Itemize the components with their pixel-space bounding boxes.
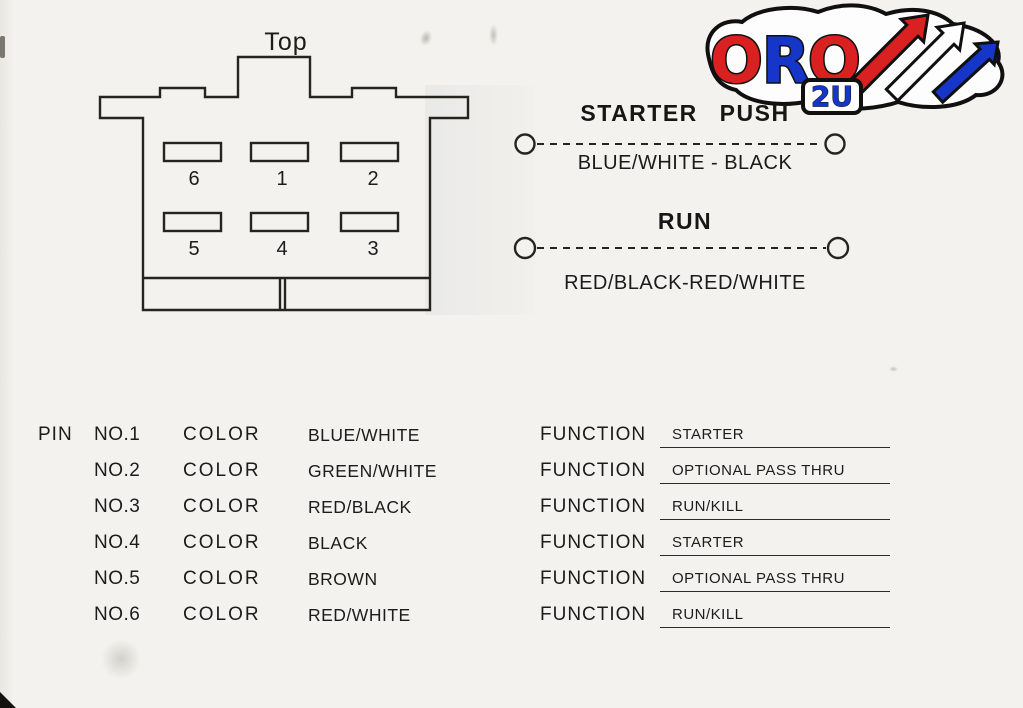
run-title: RUN <box>657 208 713 234</box>
connector-outline <box>98 55 470 312</box>
white-arrow-icon <box>884 21 966 103</box>
pin-number-2: 2 <box>367 168 378 190</box>
color-value: RED/WHITE <box>308 605 411 625</box>
scan-edge-mark <box>0 36 5 58</box>
terminal-circle <box>513 236 537 260</box>
pin-function-table: PIN NO.1 COLOR BLUE/WHITE FUNCTION START… <box>0 417 1023 633</box>
pin-slot-3 <box>339 211 400 233</box>
function-value: RUN/KILL <box>672 606 744 623</box>
red-arrow-icon <box>848 13 930 95</box>
color-label: COLOR <box>183 460 261 481</box>
oro2u-logo: O R O 2U <box>705 3 1005 115</box>
color-label: COLOR <box>183 604 261 625</box>
starter-push-wire-colors: BLUE/WHITE - BLACK <box>577 152 793 174</box>
run-wire-line <box>513 236 850 260</box>
table-row: NO.2 COLOR GREEN/WHITE FUNCTION OPTIONAL… <box>0 453 1023 489</box>
scan-streak <box>425 85 535 315</box>
pin-slot-1 <box>249 141 310 163</box>
connector-top-label: Top <box>264 28 307 56</box>
pin-header: PIN <box>38 424 73 445</box>
color-value: BROWN <box>308 569 378 589</box>
function-value: STARTER <box>672 534 745 551</box>
scan-smudge <box>489 24 498 46</box>
function-label: FUNCTION <box>540 532 647 553</box>
pin-slot-2 <box>339 141 400 163</box>
table-row: PIN NO.1 COLOR BLUE/WHITE FUNCTION START… <box>0 417 1023 453</box>
scan-corner-mark <box>0 692 16 708</box>
pin-number-3: 3 <box>367 238 378 260</box>
logo-letter-r: R <box>762 24 810 97</box>
pin-slot-5 <box>162 211 223 233</box>
color-value: BLACK <box>308 533 368 553</box>
pin-slot-6 <box>162 141 223 163</box>
pin-number: NO.1 <box>94 424 141 445</box>
function-underline <box>660 627 890 628</box>
function-value: OPTIONAL PASS THRU <box>672 570 845 587</box>
starter-push-title: STARTER PUSH <box>580 100 790 126</box>
table-row: NO.4 COLOR BLACK FUNCTION STARTER <box>0 525 1023 561</box>
function-value: STARTER <box>672 426 745 443</box>
pin-slot-4 <box>249 211 310 233</box>
function-label: FUNCTION <box>540 460 647 481</box>
terminal-circle <box>514 133 536 155</box>
logo-letter-o1: O <box>710 24 763 97</box>
terminal-circle <box>824 133 846 155</box>
connector-diagram: Top 6 1 2 5 4 3 <box>98 28 470 312</box>
function-underline <box>660 555 890 556</box>
function-value: OPTIONAL PASS THRU <box>672 462 845 479</box>
pin-number-5: 5 <box>188 238 199 260</box>
color-label: COLOR <box>183 424 261 445</box>
function-underline <box>660 519 890 520</box>
terminal-circle <box>826 236 850 260</box>
function-underline <box>660 591 890 592</box>
function-value: RUN/KILL <box>672 498 744 515</box>
color-value: RED/BLACK <box>308 497 412 517</box>
pin-number: NO.2 <box>94 460 141 481</box>
table-row: NO.3 COLOR RED/BLACK FUNCTION RUN/KILL <box>0 489 1023 525</box>
logo-badge-text: 2U <box>811 80 853 113</box>
pin-number: NO.5 <box>94 568 141 589</box>
function-underline <box>660 447 890 448</box>
pin-number: NO.3 <box>94 496 141 517</box>
function-underline <box>660 483 890 484</box>
pin-number: NO.6 <box>94 604 141 625</box>
logo-blob <box>705 3 1005 111</box>
logo-badge <box>801 78 863 115</box>
starter-push-wire-line <box>514 133 846 155</box>
color-value: BLUE/WHITE <box>308 425 420 445</box>
scan-stain <box>92 630 150 688</box>
scan-smudge <box>889 366 898 372</box>
function-label: FUNCTION <box>540 424 647 445</box>
function-label: FUNCTION <box>540 604 647 625</box>
table-row: NO.5 COLOR BROWN FUNCTION OPTIONAL PASS … <box>0 561 1023 597</box>
pin-number: NO.4 <box>94 532 141 553</box>
pin-number-4: 4 <box>276 238 287 260</box>
color-label: COLOR <box>183 568 261 589</box>
function-label: FUNCTION <box>540 496 647 517</box>
color-label: COLOR <box>183 532 261 553</box>
color-label: COLOR <box>183 496 261 517</box>
color-value: GREEN/WHITE <box>308 461 437 481</box>
pin-number-6: 6 <box>188 168 199 190</box>
blue-arrow-icon <box>931 40 1000 105</box>
table-row: NO.6 COLOR RED/WHITE FUNCTION RUN/KILL <box>0 597 1023 633</box>
run-wire-colors: RED/BLACK-RED/WHITE <box>564 272 806 294</box>
function-label: FUNCTION <box>540 568 647 589</box>
pin-number-1: 1 <box>276 168 287 190</box>
